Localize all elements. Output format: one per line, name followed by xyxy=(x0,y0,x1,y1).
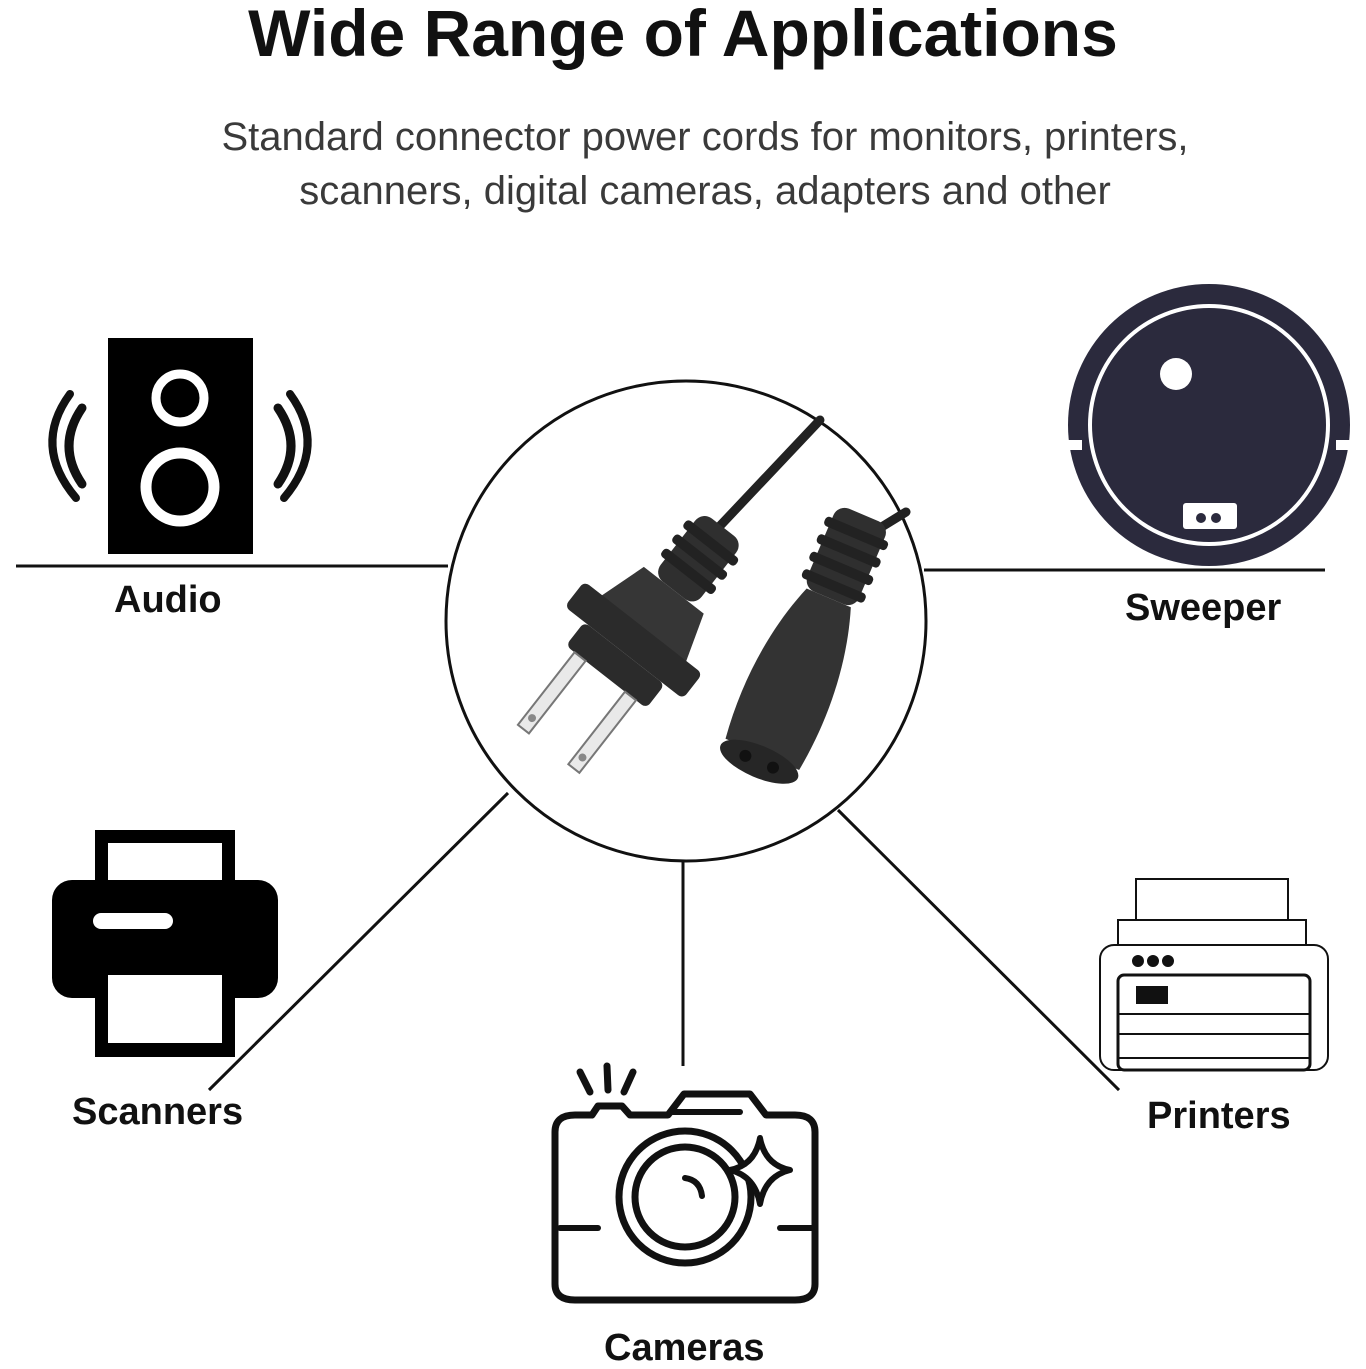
scanner-icon xyxy=(52,830,278,1057)
label-printers: Printers xyxy=(1147,1095,1291,1137)
speaker-icon xyxy=(48,338,312,554)
label-scanners: Scanners xyxy=(72,1091,244,1133)
power-cord-icon xyxy=(444,379,928,863)
label-cameras: Cameras xyxy=(604,1327,765,1369)
line-scanners xyxy=(207,791,510,1092)
page-subtitle: Standard connector power cords for monit… xyxy=(221,115,1189,213)
connector-lines xyxy=(16,564,1325,1092)
robot-vacuum-icon xyxy=(1060,284,1358,566)
camera-icon xyxy=(551,1062,819,1304)
label-audio: Audio xyxy=(114,579,222,621)
line-printers xyxy=(836,808,1121,1092)
page-title: Wide Range of Applications xyxy=(248,0,1118,70)
printer-icon xyxy=(1099,878,1329,1072)
label-sweeper: Sweeper xyxy=(1125,587,1282,629)
